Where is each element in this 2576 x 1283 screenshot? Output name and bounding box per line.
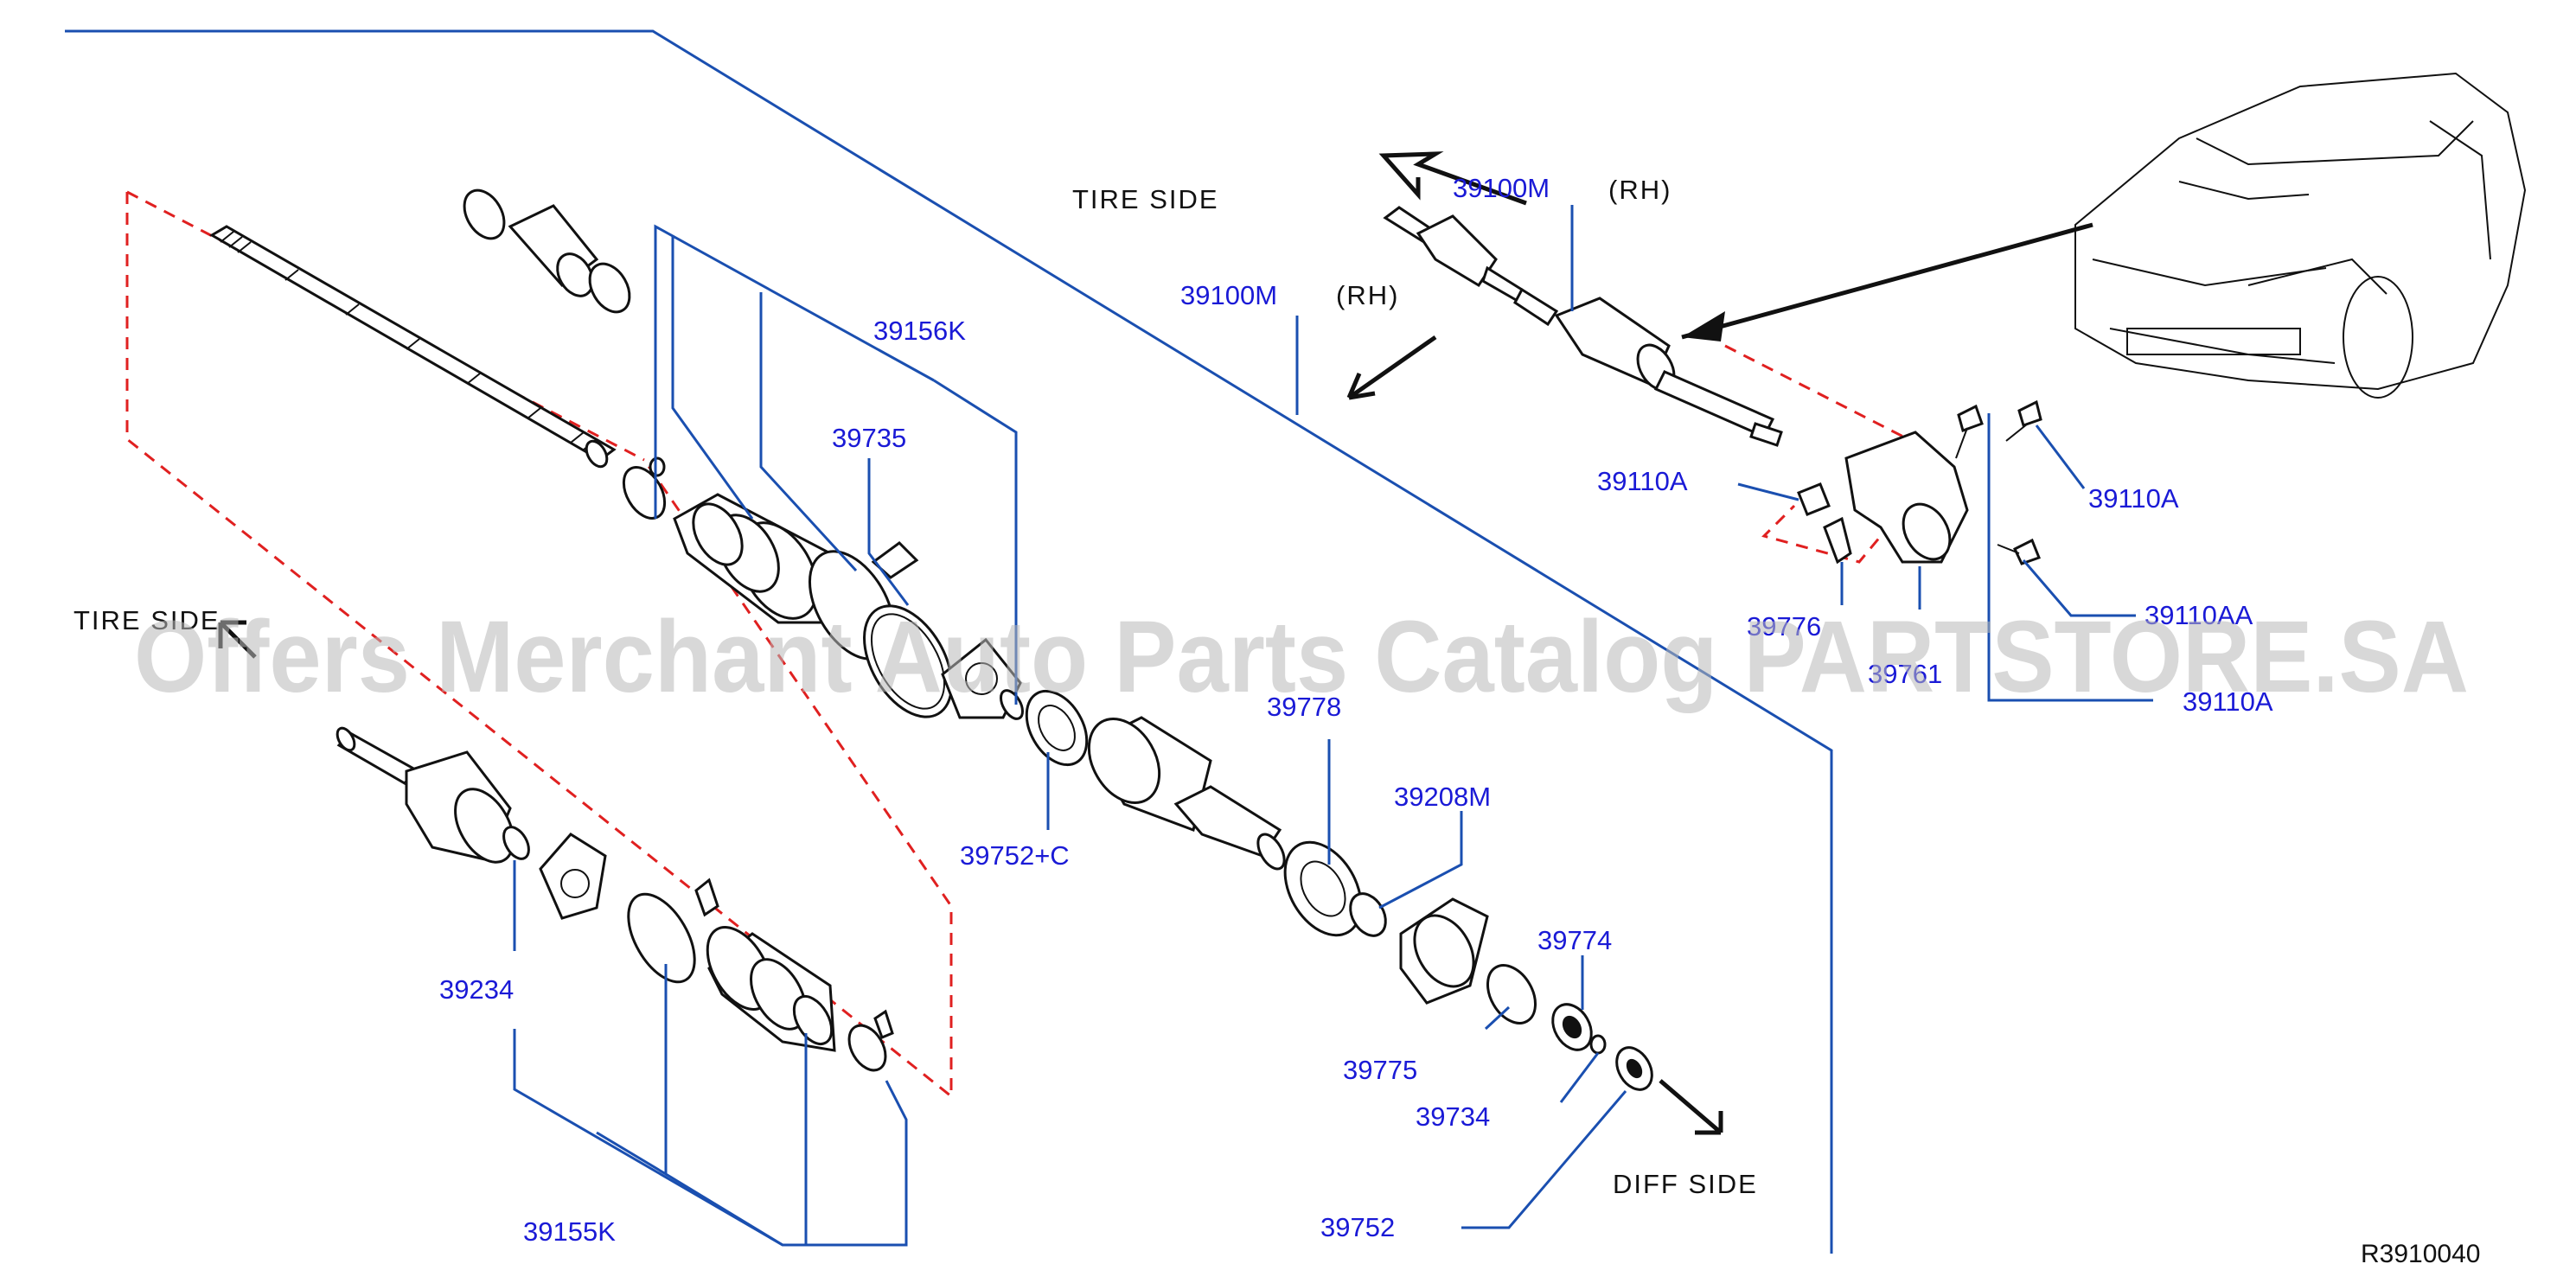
label-39752c[interactable]: 39752+C (960, 840, 1070, 871)
bolts-39110a (1797, 399, 2042, 565)
label-39778[interactable]: 39778 (1267, 692, 1341, 722)
nut-39752 (1615, 1046, 1653, 1091)
label-39774[interactable]: 39774 (1537, 925, 1612, 955)
rh-label-1: (RH) (1608, 175, 1672, 205)
bracket-39775-housing (1399, 897, 1489, 1005)
inner-race-upper (941, 637, 1024, 720)
label-39776[interactable]: 39776 (1747, 611, 1821, 642)
watermark: Offers Merchant Auto Parts Catalog PARTS… (134, 600, 2469, 714)
center-bearing-bracket (1823, 431, 1969, 565)
label-39110AA[interactable]: 39110AA (2145, 600, 2253, 630)
tire-side-label-left: TIRE SIDE (74, 605, 221, 635)
part-number-labels: 39100M 39100M 39156K 39735 39778 39208M … (439, 173, 2273, 1247)
bearing-39774 (1551, 1003, 1593, 1051)
label-39155K[interactable]: 39155K (523, 1216, 616, 1247)
seal-39778 (1283, 840, 1363, 937)
label-39734[interactable]: 39734 (1416, 1101, 1490, 1132)
boot-band-small-lower (847, 1009, 894, 1072)
vehicle-illustration (2074, 72, 2527, 399)
circlip-39234 (502, 826, 530, 860)
label-39208M[interactable]: 39208M (1394, 782, 1491, 812)
bearing-39752c (1025, 689, 1089, 767)
label-39100M-a[interactable]: 39100M (1453, 173, 1550, 203)
snap-ring-39775 (1486, 964, 1537, 1024)
diff-side-label: DIFF SIDE (1613, 1169, 1758, 1199)
inner-race-lower (539, 833, 607, 920)
leader-lines (513, 205, 2153, 1247)
direction-arrows (218, 151, 2093, 1135)
assembled-shaft (1383, 206, 1783, 447)
outer-stub-shaft (336, 726, 515, 864)
label-39775[interactable]: 39775 (1343, 1055, 1417, 1085)
label-39735[interactable]: 39735 (832, 423, 906, 453)
boot-upper (673, 493, 841, 624)
diagram-code: R3910040 (2361, 1240, 2480, 1268)
label-39110A-right[interactable]: 39110A (2088, 483, 2179, 514)
housing-diff-upper (1087, 716, 1286, 871)
ring-39734 (1589, 1034, 1607, 1055)
label-39110A-lower[interactable]: 39110A (2183, 686, 2273, 717)
label-39156K[interactable]: 39156K (873, 316, 966, 346)
label-39761[interactable]: 39761 (1868, 659, 1942, 689)
damper-parts (463, 188, 631, 314)
label-39100M-b[interactable]: 39100M (1180, 280, 1277, 310)
boot-band-lower (627, 878, 719, 984)
frame-lines (65, 29, 1833, 1254)
drive-shaft (209, 225, 617, 469)
dashed-boundary-right (1724, 344, 1948, 564)
label-39752[interactable]: 39752 (1320, 1212, 1395, 1242)
side-labels: TIRE SIDE TIRE SIDE DIFF SIDE (RH) (RH) (74, 175, 1758, 1199)
rh-label-2: (RH) (1336, 280, 1399, 310)
label-39110A-left[interactable]: 39110A (1597, 466, 1688, 496)
tire-side-label-top: TIRE SIDE (1072, 184, 1219, 214)
snap-ring-39735 (863, 604, 953, 718)
boot-lower (706, 926, 836, 1052)
label-39234[interactable]: 39234 (439, 974, 514, 1005)
boot-band-upper (622, 456, 667, 520)
